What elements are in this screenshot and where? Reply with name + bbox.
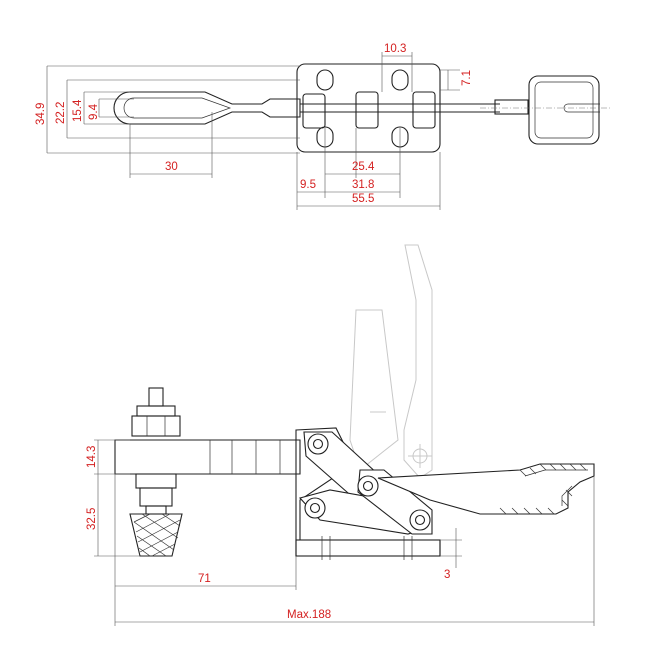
dim-hole-spacing: 25.4 <box>352 161 375 173</box>
handle-lever <box>377 463 595 515</box>
dim-inner-height: 22.2 <box>55 102 67 124</box>
dim-base-thickness: 3 <box>444 569 450 581</box>
spindle-nut <box>131 415 181 437</box>
dim-overall-length: Max.188 <box>287 609 331 621</box>
tip-hatch <box>133 513 181 557</box>
handle-grip <box>528 75 600 145</box>
mount-slot <box>316 69 334 91</box>
clamp-arm <box>114 439 301 475</box>
dim-handle-height: 15.4 <box>72 99 84 122</box>
link-block <box>412 91 436 129</box>
link-block <box>302 93 326 129</box>
handle-grip-hatch <box>499 463 587 515</box>
dim-overall-height: 34.9 <box>35 103 47 125</box>
dim-handle-length: 30 <box>165 161 178 173</box>
spindle-rubber-tip <box>129 513 183 557</box>
spindle-lower-nut <box>139 487 173 507</box>
spindle-nut <box>136 405 176 417</box>
ghost-open-handle <box>403 244 433 479</box>
spindle-lower-nut <box>145 505 167 515</box>
spindle-lower-nut <box>135 473 177 489</box>
dim-mount-span: 31.8 <box>352 179 374 191</box>
top-view: 10.3 7.1 34.9 22.2 15.4 9.4 30 25.4 9.5 … <box>35 43 610 210</box>
dim-spindle-height: 32.5 <box>86 508 98 530</box>
dim-width-top: 10.3 <box>384 43 406 55</box>
arm-loop-inner <box>123 97 232 119</box>
handle-inner <box>524 469 588 506</box>
link-block <box>355 91 379 129</box>
spindle-screw <box>148 387 164 407</box>
dim-grip-slot: 9.4 <box>88 103 100 120</box>
dim-edge-offset: 9.5 <box>300 179 316 191</box>
handle-grip-inner <box>534 81 594 139</box>
ghost-open-arm <box>349 309 399 471</box>
handle-grip-slot <box>563 103 600 113</box>
dim-reach: 71 <box>198 573 211 585</box>
dim-arm-height: 14.3 <box>86 446 98 468</box>
side-view: 14.3 32.5 71 3 Max.188 <box>86 244 595 626</box>
mount-slot <box>391 69 409 91</box>
dim-base-width: 55.5 <box>352 193 374 205</box>
handle-shaft <box>494 99 529 115</box>
dim-slot-offset: 7.1 <box>461 70 473 86</box>
pivot-pins <box>304 433 431 531</box>
top-base-plate <box>296 63 441 153</box>
base-plate <box>295 539 441 557</box>
arm-loop <box>113 91 301 125</box>
